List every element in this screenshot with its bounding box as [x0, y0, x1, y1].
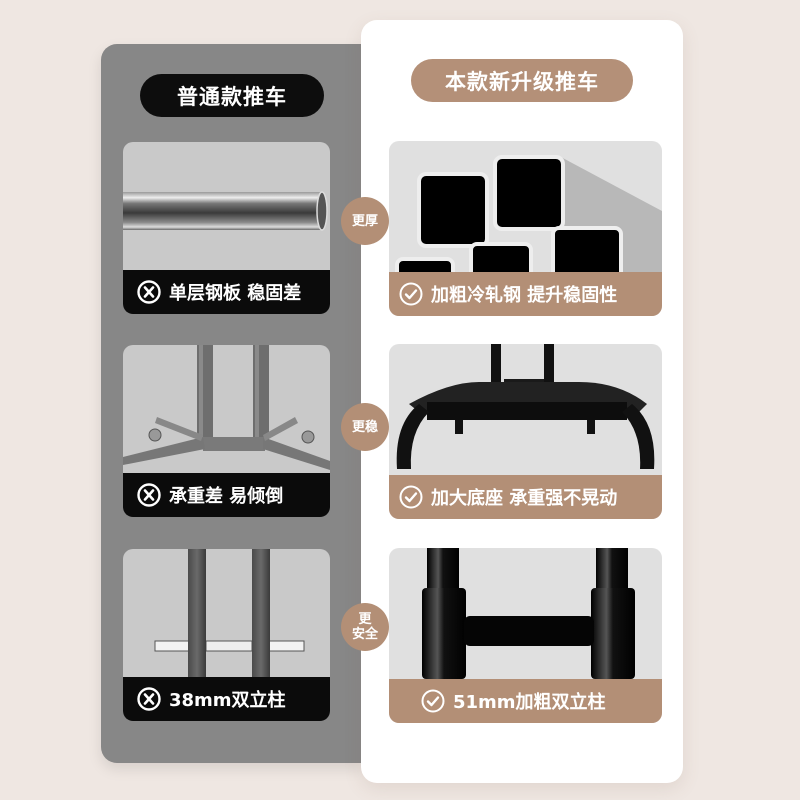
check-circle-icon: [399, 282, 423, 306]
check-circle-icon: [421, 689, 445, 713]
old-feature-label-3: 38mm双立柱: [123, 677, 330, 721]
check-circle-icon: [399, 485, 423, 509]
wide-base-image: [389, 344, 662, 475]
new-feature-card-base: 加大底座 承重强不晃动: [389, 344, 662, 519]
square-tubes-image: [389, 141, 662, 291]
new-feature-card-tubes: 加粗冷轧钢 提升稳固性: [389, 141, 662, 316]
old-feature-card-columns: 38mm双立柱: [123, 549, 330, 721]
old-feature-card-tube: 单层钢板 稳固差: [123, 142, 330, 314]
old-product-title: 普通款推车: [140, 74, 324, 117]
old-feature-label-1: 单层钢板 稳固差: [123, 270, 330, 314]
new-product-title: 本款新升级推车: [411, 59, 633, 102]
new-feature-label-3: 51mm加粗双立柱: [389, 679, 662, 723]
round-tube-image: [123, 142, 330, 270]
thin-columns-image: [123, 549, 330, 677]
x-circle-icon: [137, 280, 161, 304]
caster-base-image: [123, 345, 330, 473]
old-feature-label-2: 承重差 易倾倒: [123, 473, 330, 517]
thick-columns-image: [389, 548, 662, 679]
badge-safer: 更 安全: [341, 603, 389, 651]
badge-more-stable: 更稳: [341, 403, 389, 451]
new-feature-card-columns: 51mm加粗双立柱: [389, 548, 662, 723]
x-circle-icon: [137, 483, 161, 507]
badge-thicker: 更厚: [341, 197, 389, 245]
old-feature-card-base: 承重差 易倾倒: [123, 345, 330, 517]
new-feature-label-1: 加粗冷轧钢 提升稳固性: [389, 272, 662, 316]
new-feature-label-2: 加大底座 承重强不晃动: [389, 475, 662, 519]
x-circle-icon: [137, 687, 161, 711]
